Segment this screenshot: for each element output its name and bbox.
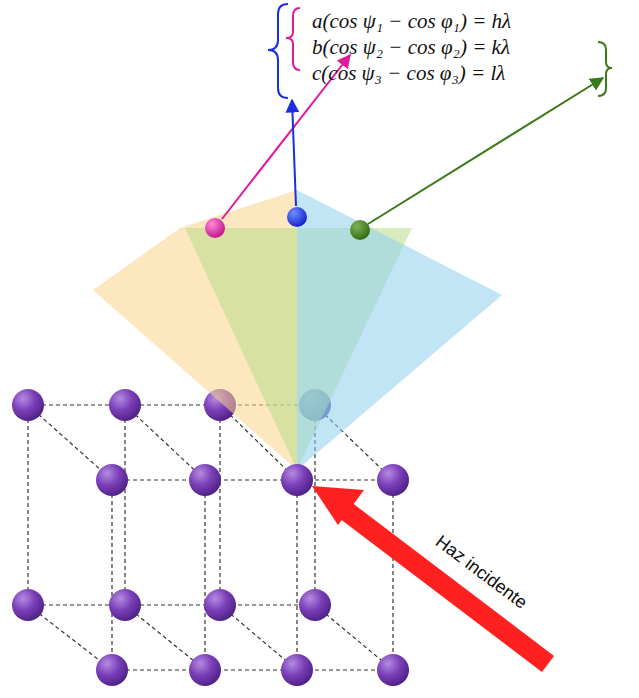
laue-equation: c(cos ψ₃ − cos φ₃) = lλ bbox=[312, 61, 505, 85]
beam-label: Haz incidente bbox=[432, 530, 532, 613]
laue-equation: b(cos ψ₂ − cos φ₂) = kλ bbox=[312, 35, 510, 59]
laue-equation: a(cos ψ₁ − cos φ₁) = hλ bbox=[312, 9, 511, 33]
